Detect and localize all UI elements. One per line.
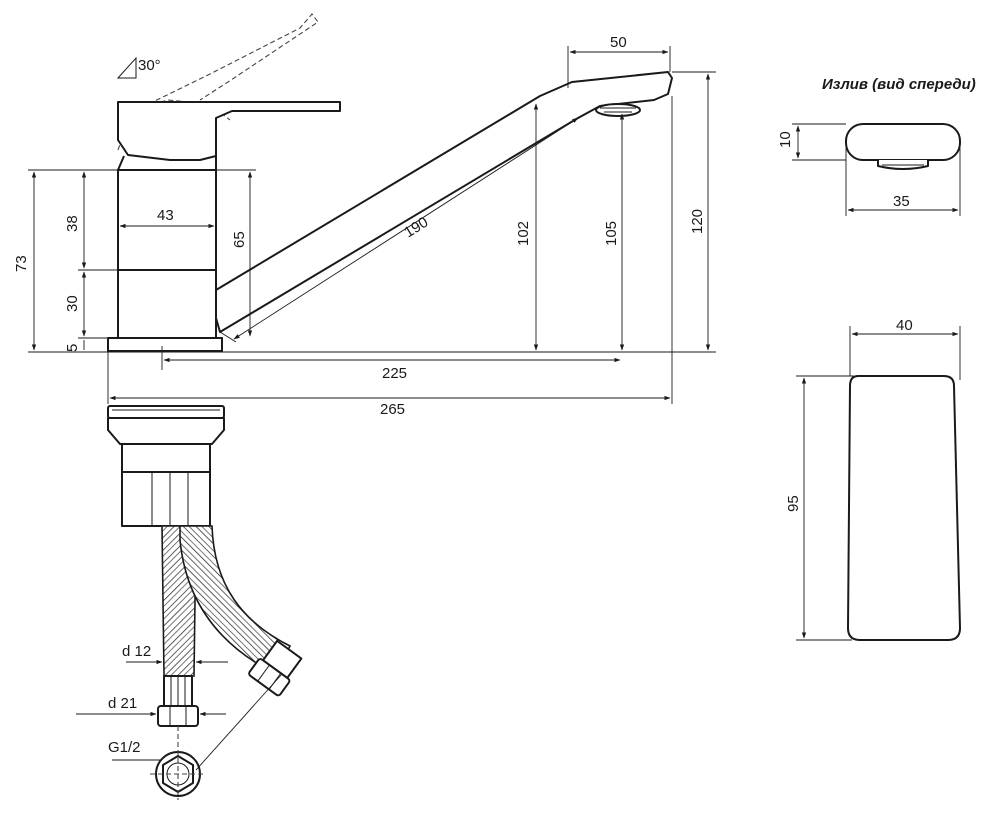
lever-handle [117,101,341,161]
thread-g12-label: G1/2 [108,739,141,756]
spout-front-title: Излив (вид спереди) [822,76,976,93]
aerator [595,103,641,117]
spout-end-profile [847,375,961,641]
mixer-body-lower [117,269,217,339]
hose-nut-straight [157,705,199,727]
dim-265: 265 [107,96,673,418]
dim-40-label: 40 [896,317,913,334]
dim-225-label: 225 [382,365,407,382]
dim-120-label: 120 [689,209,706,234]
dim-5-label: 5 [64,344,81,352]
mounting-nut [107,417,225,445]
hex-nut-end-view [112,673,283,800]
dim-35-label: 35 [893,193,910,210]
spout-front-view: Излив (вид спереди) 10 35 [777,76,976,216]
angle-label: 30° [138,57,161,74]
spout-front-profile [845,123,961,161]
dim-65-label: 65 [231,231,248,248]
dim-105-label: 105 [603,221,620,246]
mounting-stud-body [121,471,211,527]
dim-10-label: 10 [777,131,794,148]
dim-38-label: 38 [64,215,81,232]
dim-d21: d 21 [76,695,226,717]
mounting-stud-top [121,443,211,473]
dim-50: 50 [567,34,671,88]
mixer-body-upper [117,169,217,271]
dim-102-label: 102 [515,221,532,246]
dim-105: 105 [603,113,625,351]
dim-d12-label: d 12 [122,643,151,660]
mounting-flange [107,405,225,419]
dim-d21-label: d 21 [108,695,137,712]
hose-fitting-bent [248,639,303,697]
dim-73-label: 73 [13,255,30,272]
mounting-assembly: d 12 d 21 G1/2 [76,405,303,800]
faucet-side-view: 30° 50 43 [13,13,716,418]
dim-43: 43 [119,207,215,229]
dim-265-label: 265 [380,401,405,418]
dim-left-stack: 73 38 30 5 [13,169,118,352]
dim-43-label: 43 [157,207,174,224]
mixer-base [107,337,223,352]
dim-120: 120 [672,71,716,351]
dim-225: 225 [161,346,621,382]
dim-30-label: 30 [64,295,81,312]
dim-d12: d 12 [122,643,228,665]
angle-marker: 30° [116,56,161,79]
spout-end-view: 40 95 [785,317,961,641]
dim-95-label: 95 [785,495,802,512]
dim-102: 102 [515,103,539,351]
dim-50-label: 50 [610,34,627,51]
